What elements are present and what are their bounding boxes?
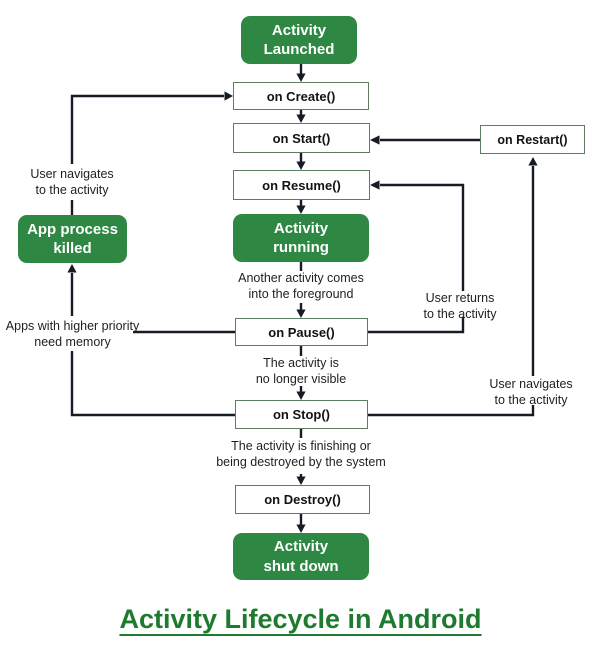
arrow-resume-to-running [296, 200, 306, 214]
arrow-stop-to-restart [368, 157, 538, 417]
annotation-user-returns: User returns to the activity [423, 291, 497, 322]
node-on-create: on Create() [233, 82, 369, 110]
node-activity-running: Activity running [233, 214, 369, 262]
node-on-pause: on Pause() [235, 318, 368, 346]
annotation-apps-priority: Apps with higher priority need memory [5, 319, 140, 350]
arrow-pause-to-stop [296, 346, 306, 400]
node-on-start: on Start() [233, 123, 370, 153]
arrow-start-to-resume [296, 153, 306, 170]
annotation-no-longer-visible: The activity is no longer visible [255, 356, 347, 387]
node-on-resume: on Resume() [233, 170, 370, 200]
node-activity-launched: Activity Launched [241, 16, 357, 64]
annotation-another-activity: Another activity comes into the foregrou… [238, 271, 364, 302]
annotation-user-navigates-left: User navigates to the activity [30, 167, 114, 198]
arrow-pause-to-resume [368, 180, 465, 334]
arrow-running-to-pause [296, 262, 306, 318]
node-on-destroy: on Destroy() [235, 485, 370, 514]
arrow-pause-stop-to-killed [67, 264, 236, 417]
node-on-restart: on Restart() [480, 125, 585, 154]
annotation-user-navigates-right: User navigates to the activity [489, 377, 573, 408]
arrow-restart-to-start [370, 135, 480, 145]
annotation-finishing: The activity is finishing or being destr… [216, 439, 386, 470]
node-on-stop: on Stop() [235, 400, 368, 429]
arrow-destroy-to-shutdown [296, 514, 306, 533]
node-app-process-killed: App process killed [18, 215, 127, 263]
arrow-stop-to-destroy [296, 429, 306, 485]
page-title: Activity Lifecycle in Android [119, 604, 482, 634]
arrow-killed-to-create [70, 91, 233, 216]
node-activity-shut-down: Activity shut down [233, 533, 369, 580]
arrow-create-to-start [296, 110, 306, 123]
arrow-launched-to-create [296, 64, 306, 82]
